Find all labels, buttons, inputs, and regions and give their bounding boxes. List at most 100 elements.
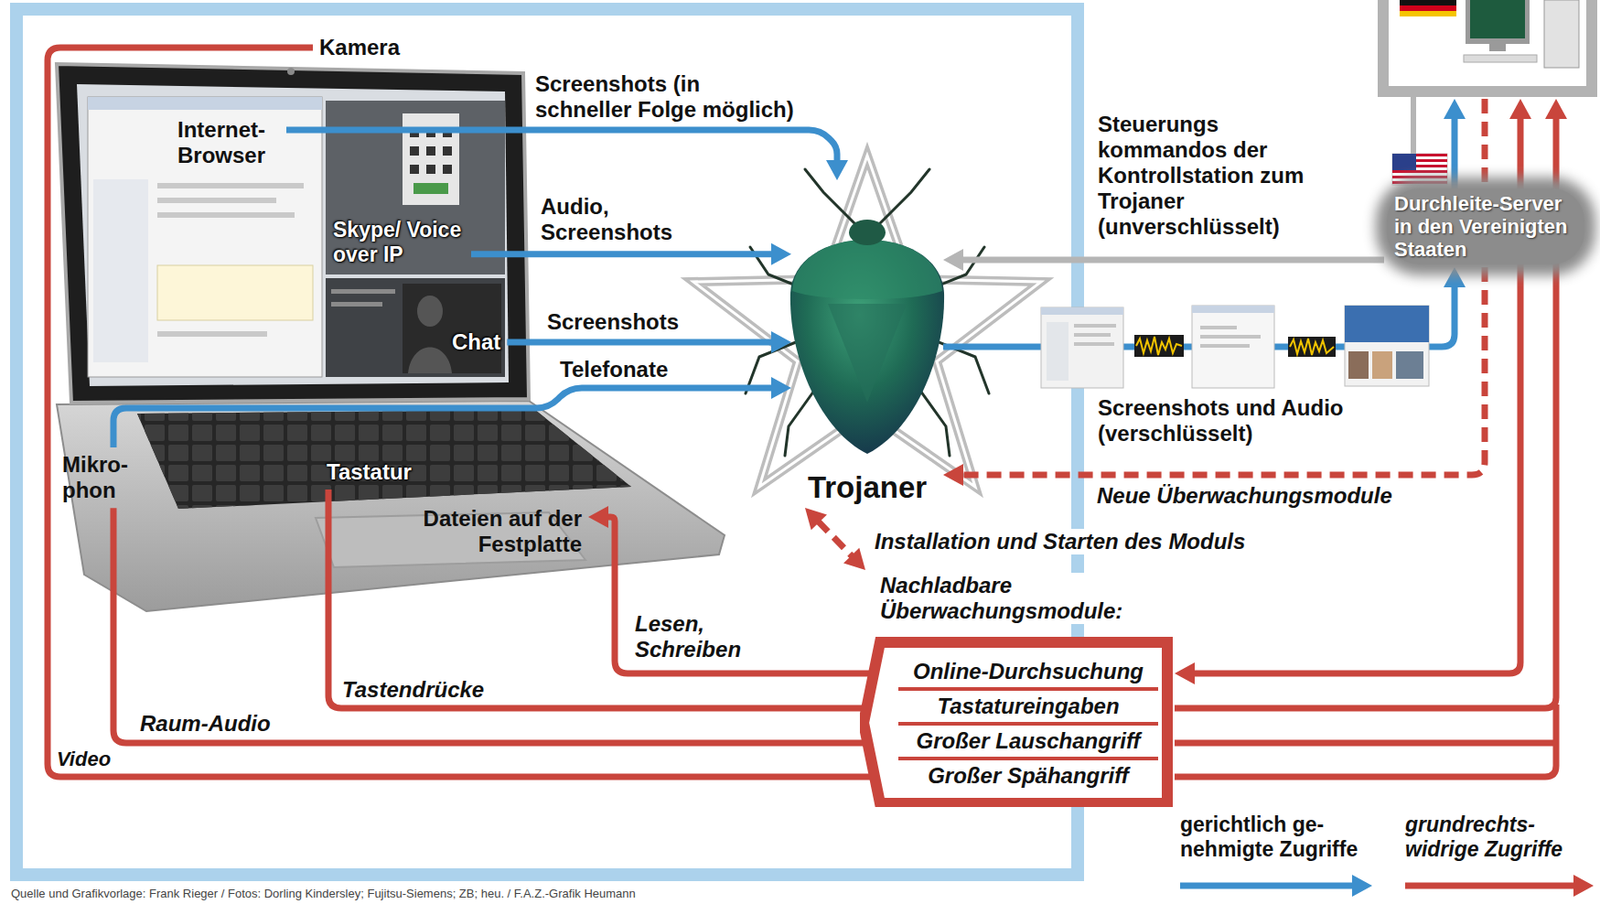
microphone-label: Mikro- phon xyxy=(58,450,143,505)
control-station xyxy=(1399,0,1457,6)
screenshot-thumb xyxy=(1191,305,1275,388)
module-row: Online-Durchsuchung xyxy=(898,655,1159,691)
laptop xyxy=(87,96,323,377)
source-note: Quelle und Grafikvorlage: Frank Rieger /… xyxy=(10,886,636,902)
relay-server-cloud: Durchleite-Server in den Vereinigten Sta… xyxy=(1386,188,1585,265)
bug-illustration xyxy=(805,169,856,225)
screenshot-thumb xyxy=(1395,351,1424,379)
bug-body xyxy=(827,303,907,403)
control-station xyxy=(1489,43,1506,52)
connector xyxy=(588,505,896,685)
laptop xyxy=(331,301,383,307)
arrow-head xyxy=(805,507,827,530)
laptop xyxy=(93,179,149,363)
arrow-head xyxy=(771,376,792,399)
station-arrow-heads xyxy=(1174,662,1195,685)
arrow-head xyxy=(588,505,609,528)
connector xyxy=(113,376,792,448)
bug-body xyxy=(790,239,945,454)
control-station xyxy=(1470,0,1525,39)
star-outline xyxy=(693,155,1042,487)
us-flag xyxy=(1392,181,1448,184)
screenshot-thumb xyxy=(1041,307,1124,315)
arrow-head xyxy=(1443,267,1466,288)
laptop xyxy=(331,289,396,294)
us-flag xyxy=(1392,175,1448,179)
connector-line xyxy=(47,47,878,777)
bug-body xyxy=(848,219,886,246)
laptop xyxy=(157,182,304,189)
laptop xyxy=(442,146,452,156)
connector-line xyxy=(328,489,878,709)
station-links xyxy=(1451,117,1459,189)
audio-waveform xyxy=(1288,336,1336,357)
edge-label: Installation und Starten des Moduls xyxy=(870,528,1249,555)
edge-label: Screenshots xyxy=(547,309,679,335)
legend-arrows xyxy=(1352,874,1373,897)
legend-arrows xyxy=(1405,882,1576,890)
laptop xyxy=(409,146,419,156)
edge-label: Steuerungs kommandos der Kontrollstation… xyxy=(1097,111,1318,240)
keyboard-label: Tastatur xyxy=(322,457,416,487)
bug-body xyxy=(790,219,945,454)
edge-label: Screenshots (in schneller Folge möglich) xyxy=(535,71,803,123)
audio-waveform xyxy=(1288,336,1336,357)
connector-line xyxy=(606,516,878,674)
screenshot-thumb xyxy=(1200,325,1237,330)
screenshot-thumb xyxy=(1344,305,1429,387)
us-flag xyxy=(1392,153,1448,185)
control-station xyxy=(1465,0,1530,44)
control-station xyxy=(1383,0,1592,92)
screenshot-thumb xyxy=(1200,343,1250,348)
legend-arrows xyxy=(1573,874,1594,897)
screenshot-thumb xyxy=(1191,305,1275,313)
connector xyxy=(506,331,792,354)
audio-waveform xyxy=(1289,338,1334,355)
arrow-head xyxy=(943,463,964,486)
star-outline xyxy=(693,155,1042,487)
module-row: Großer Lauschangriff xyxy=(898,725,1159,761)
edge-label: Lesen, Schreiben xyxy=(634,611,749,663)
module-box: Nachladbare Überwachungsmodule:Online-Du… xyxy=(859,572,1173,807)
laptop xyxy=(87,96,323,110)
edge-label: Video xyxy=(56,747,111,772)
screenshot-thumb xyxy=(1191,305,1275,388)
node-text: Dateien auf der Festplatte xyxy=(409,505,582,558)
screenshot-thumb xyxy=(1344,305,1429,387)
browser-label: Internet- Browser xyxy=(173,115,284,171)
laptop xyxy=(56,64,725,612)
laptop xyxy=(442,164,452,174)
connector xyxy=(286,129,849,181)
connector-line xyxy=(471,250,774,258)
station-links xyxy=(1174,704,1557,777)
node-text: Trojaner xyxy=(807,470,927,505)
bug-body xyxy=(792,239,943,300)
edge-label: Neue Überwachungsmodule xyxy=(1096,483,1393,509)
screenshot-thumb xyxy=(1348,351,1369,379)
control-station xyxy=(1399,10,1457,17)
us-flag xyxy=(1392,170,1448,173)
laptop xyxy=(56,400,725,612)
station-links xyxy=(1481,98,1489,193)
node-text: Online-Durchsuchung xyxy=(898,655,1159,688)
connector xyxy=(943,248,1385,271)
laptop xyxy=(157,331,268,337)
screenshot-thumb xyxy=(1073,323,1117,328)
legend-arrows xyxy=(1180,874,1594,897)
audio-waveform xyxy=(1134,334,1184,357)
node-text: Chat xyxy=(451,329,501,355)
audio-waveform xyxy=(1134,334,1184,357)
connector-line xyxy=(506,339,774,346)
arrow-head xyxy=(771,331,792,354)
laptop xyxy=(408,347,452,375)
connector-line xyxy=(961,267,1485,475)
module-frame-outline xyxy=(863,642,1168,804)
node-text: Kamera xyxy=(319,34,400,61)
connector-line xyxy=(286,129,838,162)
node-text: Skype/ Voice over IP xyxy=(332,217,465,268)
edge-label: Audio, Screenshots xyxy=(540,193,692,246)
node-text: Mikro- phon xyxy=(62,451,140,504)
edge-label: Telefonate xyxy=(559,356,668,383)
arrow-head xyxy=(826,160,849,181)
